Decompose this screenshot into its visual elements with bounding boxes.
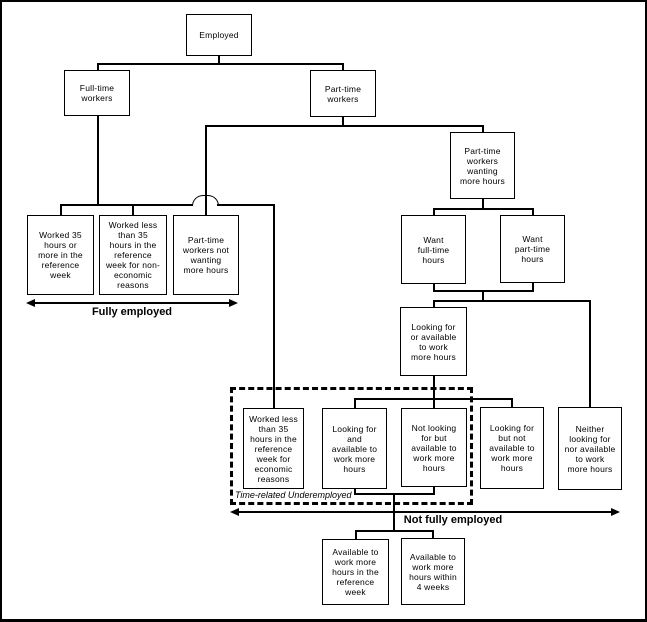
node-worked-less-economic: Worked less than 35 hours in the referen…	[243, 408, 304, 489]
connector-line	[433, 208, 435, 216]
node-employed: Employed	[186, 14, 252, 56]
connector-line	[355, 530, 434, 532]
connector-line	[482, 125, 484, 133]
connector-line	[433, 300, 591, 302]
node-not-looking-but-available: Not looking for but available to work mo…	[401, 408, 467, 487]
connector-line	[532, 208, 534, 216]
connector-line	[342, 116, 344, 126]
line-hop-arc	[192, 195, 219, 206]
node-full-time-workers: Full-time workers	[64, 70, 130, 116]
connector-line	[132, 204, 134, 216]
connector-line	[97, 63, 344, 65]
connector-line	[273, 204, 275, 409]
connector-line	[217, 204, 275, 206]
connector-line	[433, 300, 435, 308]
connector-line	[354, 493, 435, 495]
connector-line	[60, 204, 62, 216]
node-want-part-time-hours: Want part-time hours	[500, 215, 565, 283]
arrow-head-right-icon	[611, 508, 620, 516]
node-available-4-weeks: Available to work more hours within 4 we…	[401, 538, 465, 605]
connector-line	[433, 290, 534, 292]
not-fully-employed-label: Not fully employed	[403, 514, 503, 526]
connector-line	[432, 530, 434, 539]
connector-line	[433, 208, 533, 210]
node-looking-but-not-available: Looking for but not available to work mo…	[480, 407, 544, 489]
node-neither-looking-nor-available: Neither looking for nor available to wor…	[558, 407, 622, 490]
node-looking-or-available: Looking for or available to work more ho…	[400, 307, 467, 376]
connector-line	[97, 63, 99, 71]
node-pt-workers-not-wanting-more: Part-time workers not wanting more hours	[173, 215, 239, 295]
node-want-full-time-hours: Want full-time hours	[401, 215, 466, 284]
connector-line	[355, 530, 357, 540]
node-part-time-workers: Part-time workers	[310, 70, 376, 117]
connector-line	[60, 204, 193, 206]
node-available-reference-week: Available to work more hours in the refe…	[322, 539, 389, 605]
fully-employed-arrow	[33, 302, 231, 304]
time-related-underemployed-label: Time-related Underemployed	[235, 490, 352, 500]
node-worked-less-non-economic: Worked less than 35 hours in the referen…	[99, 215, 167, 295]
connector-line	[205, 125, 483, 127]
connector-line	[218, 56, 220, 64]
connector-line	[589, 300, 591, 408]
connector-line	[433, 283, 435, 292]
connector-line	[205, 125, 207, 216]
fully-employed-label: Fully employed	[91, 306, 173, 318]
connector-line	[97, 116, 99, 205]
connector-line	[433, 398, 435, 409]
arrow-head-left-icon	[26, 299, 35, 307]
connector-line	[482, 290, 484, 301]
time-related-underemployed-outline	[230, 387, 473, 505]
connector-line	[393, 493, 395, 532]
node-looking-and-available: Looking for and available to work more h…	[322, 408, 387, 489]
connector-line	[482, 198, 484, 210]
arrow-head-right-icon	[229, 299, 238, 307]
arrow-head-left-icon	[230, 508, 239, 516]
node-pt-workers-wanting-more: Part-time workers wanting more hours	[450, 132, 515, 199]
connector-line	[532, 282, 534, 292]
node-worked-35-or-more: Worked 35 hours or more in the reference…	[27, 215, 94, 295]
connector-line	[511, 398, 513, 408]
connector-line	[354, 398, 356, 409]
connector-line	[354, 488, 356, 495]
not-fully-employed-arrow	[237, 511, 613, 513]
connector-line	[433, 486, 435, 495]
connector-line	[342, 63, 344, 71]
